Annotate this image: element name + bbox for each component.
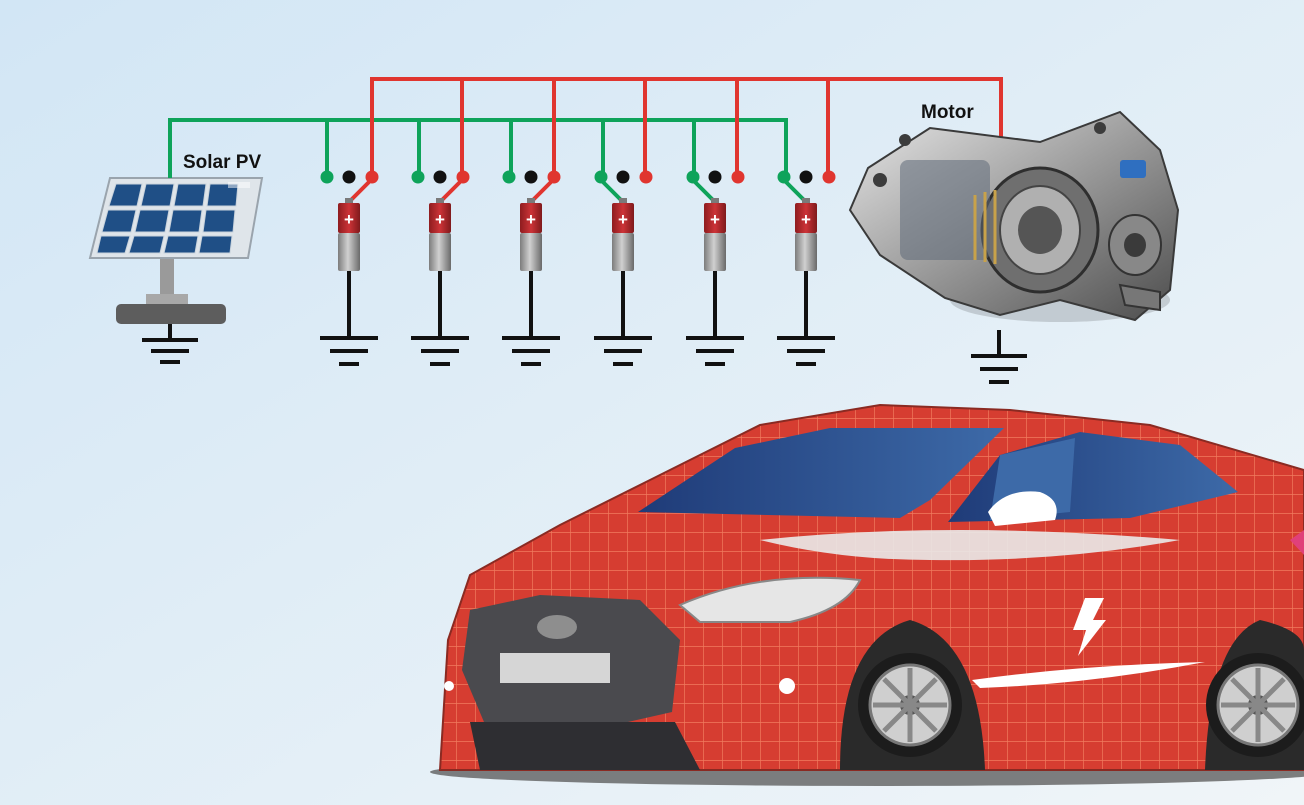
ground-icon: [142, 324, 198, 364]
solar-bus-wire: [168, 118, 788, 178]
motor-contact: [456, 170, 470, 184]
battery-unit: +: [777, 170, 836, 366]
motor-contact: [731, 170, 745, 184]
switch-pivot: [433, 170, 447, 184]
battery-icon: +: [338, 198, 360, 271]
battery-plus-sign: +: [435, 210, 445, 229]
ground-icon: [320, 271, 378, 366]
switch-pivot: [799, 170, 813, 184]
solar-contact: [594, 170, 608, 184]
motor-icon: [848, 110, 1180, 322]
motor-contact: [822, 170, 836, 184]
solar-contact: [502, 170, 516, 184]
battery-unit: +: [320, 170, 379, 366]
battery-plus-sign: +: [526, 210, 536, 229]
solar-contact: [320, 170, 334, 184]
battery-unit: +: [411, 170, 470, 366]
solar-pv-label: Solar PV: [183, 152, 262, 173]
motor-contact: [547, 170, 561, 184]
battery-icon: +: [429, 198, 451, 271]
battery-plus-sign: +: [801, 210, 811, 229]
battery-plus-sign: +: [344, 210, 354, 229]
solar-panel-icon: [88, 177, 264, 324]
motor-contact: [365, 170, 379, 184]
solar-contact: [686, 170, 700, 184]
battery-plus-sign: +: [710, 210, 720, 229]
ground-icon: [686, 271, 744, 366]
solar-contact: [411, 170, 425, 184]
battery-icon: +: [704, 198, 726, 271]
motor-label: Motor: [921, 102, 974, 123]
battery-icon: +: [612, 198, 634, 271]
ground-icon: [502, 271, 560, 366]
lightning-bolt-icon: [1073, 598, 1106, 656]
battery-icon: +: [520, 198, 542, 271]
battery-bank: + + + + + +: [320, 170, 836, 366]
battery-plus-sign: +: [618, 210, 628, 229]
switch-pivot: [708, 170, 722, 184]
battery-unit: +: [594, 170, 653, 366]
switch-pivot: [342, 170, 356, 184]
ground-icon: [411, 271, 469, 366]
ground-icon: [594, 271, 652, 366]
switch-pivot: [524, 170, 538, 184]
motor-bus-wire: [370, 77, 1003, 177]
motor-contact: [639, 170, 653, 184]
switch-pivot: [616, 170, 630, 184]
battery-icon: +: [795, 198, 817, 271]
electric-car-icon: [430, 403, 1304, 786]
ground-icon: [971, 330, 1027, 384]
battery-unit: +: [502, 170, 561, 366]
ground-icon: [777, 271, 835, 366]
solar-contact: [777, 170, 791, 184]
battery-unit: +: [686, 170, 745, 366]
